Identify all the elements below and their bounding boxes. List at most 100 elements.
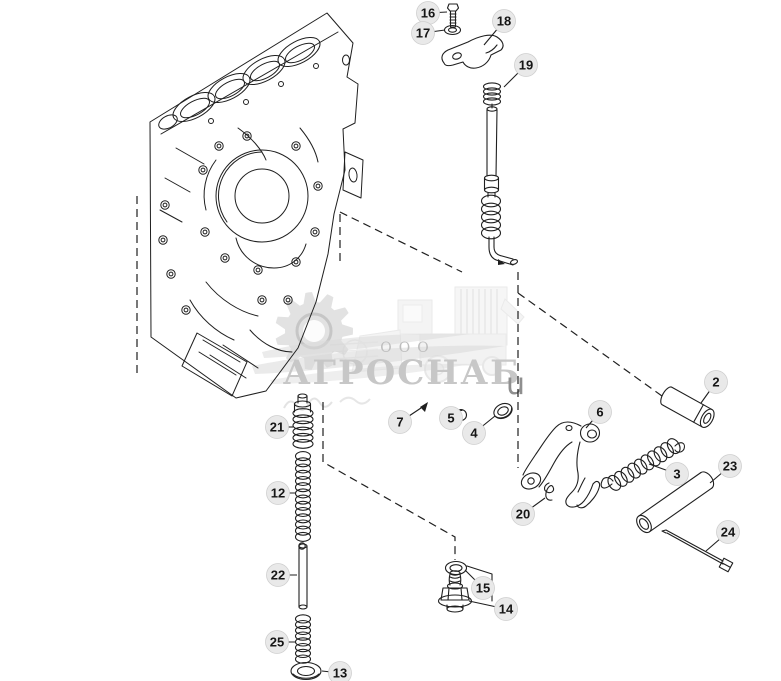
cylinder-bore bbox=[172, 91, 216, 124]
bolt-boss bbox=[257, 295, 267, 305]
callout-16[interactable]: 16 bbox=[416, 1, 448, 25]
callout-20[interactable]: 20 bbox=[511, 497, 546, 526]
callout-circle[interactable] bbox=[265, 415, 289, 439]
part-grommet-4 bbox=[493, 402, 513, 420]
shaft-coil bbox=[480, 194, 502, 240]
callout-circle[interactable] bbox=[411, 21, 435, 45]
callout-number: 2 bbox=[712, 375, 719, 390]
callout-15[interactable]: 15 bbox=[464, 569, 495, 600]
part-rod-22 bbox=[298, 543, 308, 610]
callout-number: 16 bbox=[421, 6, 435, 21]
callout-circle[interactable] bbox=[471, 576, 495, 600]
bolt-boss bbox=[313, 181, 323, 191]
callout-circle[interactable] bbox=[716, 520, 740, 544]
callout-number: 13 bbox=[333, 666, 347, 681]
callout-12[interactable]: 12 bbox=[266, 481, 297, 505]
part-locking-pin-24 bbox=[661, 529, 734, 573]
callout-number: 5 bbox=[447, 411, 454, 426]
part-clip-20 bbox=[544, 482, 555, 501]
callout-circle[interactable] bbox=[328, 661, 352, 681]
watermark-swoosh bbox=[252, 333, 505, 384]
bolt-boss bbox=[283, 295, 293, 305]
callout-number: 17 bbox=[416, 26, 430, 41]
watermark-org-form: ООО bbox=[380, 340, 435, 356]
callout-circle[interactable] bbox=[704, 370, 728, 394]
dashed-alignment-lines bbox=[322, 211, 663, 560]
bolt-boss bbox=[242, 131, 252, 141]
callout-4[interactable]: 4 bbox=[462, 415, 496, 445]
callout-circle[interactable] bbox=[665, 462, 689, 486]
callout-circle[interactable] bbox=[511, 502, 535, 526]
callout-number: 22 bbox=[271, 568, 285, 583]
bolt-boss bbox=[198, 165, 208, 175]
callout-circle[interactable] bbox=[494, 597, 518, 621]
callout-layer: 16 17 18 19 2 21 12 22 25 13 7 5 4 6 20 3 23 24 15 14 bbox=[265, 1, 742, 681]
callout-number: 12 bbox=[271, 486, 285, 501]
callout-circle[interactable] bbox=[492, 9, 516, 33]
callout-14[interactable]: 14 bbox=[468, 597, 518, 621]
callout-number: 4 bbox=[470, 426, 478, 441]
cylinder-bore bbox=[277, 36, 321, 69]
part-spring-19 bbox=[482, 82, 502, 106]
callout-23[interactable]: 23 bbox=[709, 454, 742, 484]
part-bolt-16 bbox=[446, 3, 460, 28]
callout-21[interactable]: 21 bbox=[265, 415, 294, 439]
bolt-boss bbox=[220, 253, 230, 263]
callout-7[interactable]: 7 bbox=[388, 407, 422, 434]
callout-circle[interactable] bbox=[388, 410, 412, 434]
callout-number: 14 bbox=[499, 602, 514, 617]
part-spring-3-hooks bbox=[600, 442, 685, 489]
callout-22[interactable]: 22 bbox=[266, 563, 298, 587]
part-spring-3 bbox=[607, 438, 681, 491]
bolt-boss bbox=[166, 269, 176, 279]
callout-number: 23 bbox=[723, 459, 737, 474]
callout-circle[interactable] bbox=[266, 481, 290, 505]
watermark-scribble bbox=[283, 396, 371, 411]
part-ring-13 bbox=[290, 661, 322, 681]
bolt-boss bbox=[214, 141, 224, 151]
callout-2[interactable]: 2 bbox=[700, 370, 728, 404]
watermark-brand: АГРОСНАБ bbox=[283, 353, 521, 393]
bolt-boss bbox=[160, 200, 170, 210]
bolt-boss bbox=[253, 265, 263, 275]
part-spring-12 bbox=[294, 451, 312, 542]
part-spring-21 bbox=[292, 408, 314, 449]
callout-18[interactable]: 18 bbox=[483, 9, 516, 46]
part-bracket-18 bbox=[441, 34, 504, 69]
part-lever-6 bbox=[520, 421, 601, 509]
part-oring-15 bbox=[444, 560, 468, 576]
callout-number: 20 bbox=[516, 507, 530, 522]
callout-number: 18 bbox=[497, 14, 511, 29]
part-spring-cap-21 bbox=[293, 393, 312, 413]
callout-19[interactable]: 19 bbox=[503, 53, 538, 88]
callout-13[interactable]: 13 bbox=[321, 661, 352, 681]
callout-circle[interactable] bbox=[439, 406, 463, 430]
bolt-boss bbox=[291, 257, 301, 267]
callout-number: 21 bbox=[270, 420, 284, 435]
callout-17[interactable]: 17 bbox=[411, 21, 446, 45]
callout-circle[interactable] bbox=[514, 53, 538, 77]
coil-springs bbox=[292, 82, 681, 664]
engine-block-illustration bbox=[136, 12, 364, 399]
callout-number: 25 bbox=[270, 635, 284, 650]
callout-circle[interactable] bbox=[718, 454, 742, 478]
bolt-boss bbox=[158, 235, 168, 245]
callout-number: 3 bbox=[673, 467, 680, 482]
callout-circle[interactable] bbox=[266, 563, 290, 587]
callout-24[interactable]: 24 bbox=[705, 520, 740, 552]
callout-circle[interactable] bbox=[588, 400, 612, 424]
callout-circle[interactable] bbox=[265, 630, 289, 654]
callout-number: 24 bbox=[721, 525, 736, 540]
bolt-boss bbox=[181, 305, 191, 315]
part-spring-25 bbox=[294, 614, 312, 664]
callout-3[interactable]: 3 bbox=[648, 462, 689, 486]
callout-5[interactable]: 5 bbox=[439, 406, 463, 430]
callout-6[interactable]: 6 bbox=[585, 400, 612, 429]
bolt-boss bbox=[310, 227, 320, 237]
callout-number: 6 bbox=[596, 405, 603, 420]
callout-number: 19 bbox=[519, 58, 533, 73]
callout-25[interactable]: 25 bbox=[265, 630, 297, 654]
callout-circle[interactable] bbox=[462, 421, 486, 445]
pointer-arrow-7 bbox=[420, 402, 428, 412]
